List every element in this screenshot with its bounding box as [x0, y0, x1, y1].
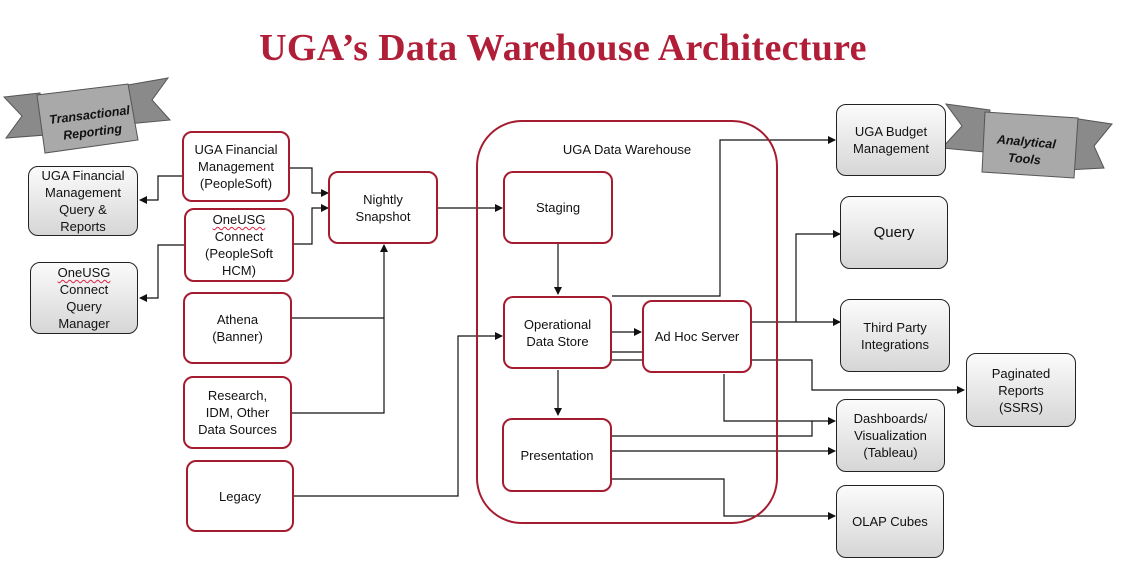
edge-adhoc-to-query: [795, 230, 841, 322]
data-warehouse-container: [476, 120, 778, 524]
source-oneusg-line1: OneUSG: [212, 212, 266, 227]
third-party-integrations-box: Third Party Integrations: [840, 299, 950, 372]
financial-query-reports-box: UGA Financial Management Query & Reports: [28, 166, 138, 236]
data-warehouse-label: UGA Data Warehouse: [562, 142, 692, 157]
source-athena-box: Athena (Banner): [183, 292, 292, 364]
edge-financial-to-query: [139, 175, 182, 204]
source-oneusg-box: OneUSG Connect (PeopleSoft HCM): [184, 208, 294, 282]
source-financial-box: UGA Financial Management (PeopleSoft): [182, 131, 290, 202]
analytical-banner-line2: Tools: [1007, 151, 1041, 168]
edge-ods-to-budget: [612, 136, 836, 297]
staging-box: Staging: [503, 171, 613, 244]
edge-athena-to-snapshot: [292, 244, 388, 319]
oneusg-query-manager-rest: Connect Query Manager: [58, 282, 110, 331]
edge-presentation-to-olap: [612, 478, 836, 520]
edge-research-to-snapshot: [292, 318, 385, 414]
source-legacy-box: Legacy: [186, 460, 294, 532]
paginated-reports-box: Paginated Reports (SSRS): [966, 353, 1076, 427]
oneusg-query-manager-box: OneUSG Connect Query Manager: [30, 262, 138, 334]
ad-hoc-server-box: Ad Hoc Server: [642, 300, 752, 373]
dashboards-visualization-box: Dashboards/ Visualization (Tableau): [836, 399, 945, 472]
edge-financial-to-snapshot: [290, 167, 329, 197]
budget-management-box: UGA Budget Management: [836, 104, 946, 176]
source-research-box: Research, IDM, Other Data Sources: [183, 376, 292, 449]
edge-adhoc-to-dashboards: [723, 374, 836, 425]
transactional-reporting-banner: Transactional Reporting: [2, 77, 172, 154]
analytical-tools-banner: Analytical Tools: [940, 103, 1113, 179]
olap-cubes-box: OLAP Cubes: [836, 485, 944, 558]
analytical-banner-line1: Analytical: [995, 132, 1057, 151]
query-box: Query: [840, 196, 948, 269]
oneusg-query-manager-line1: OneUSG: [57, 265, 111, 280]
operational-data-store-box: Operational Data Store: [503, 296, 612, 369]
edge-presentation-to-dashboards-1: [612, 421, 813, 437]
edge-oneusg-to-snapshot: [294, 204, 329, 245]
source-oneusg-rest: Connect (PeopleSoft HCM): [205, 229, 273, 278]
edge-legacy-to-ods: [294, 332, 503, 497]
edge-oneusg-to-query-manager: [139, 244, 184, 302]
presentation-box: Presentation: [502, 418, 612, 492]
nightly-snapshot-box: Nightly Snapshot: [328, 171, 438, 244]
page-title: UGA’s Data Warehouse Architecture: [259, 27, 867, 69]
